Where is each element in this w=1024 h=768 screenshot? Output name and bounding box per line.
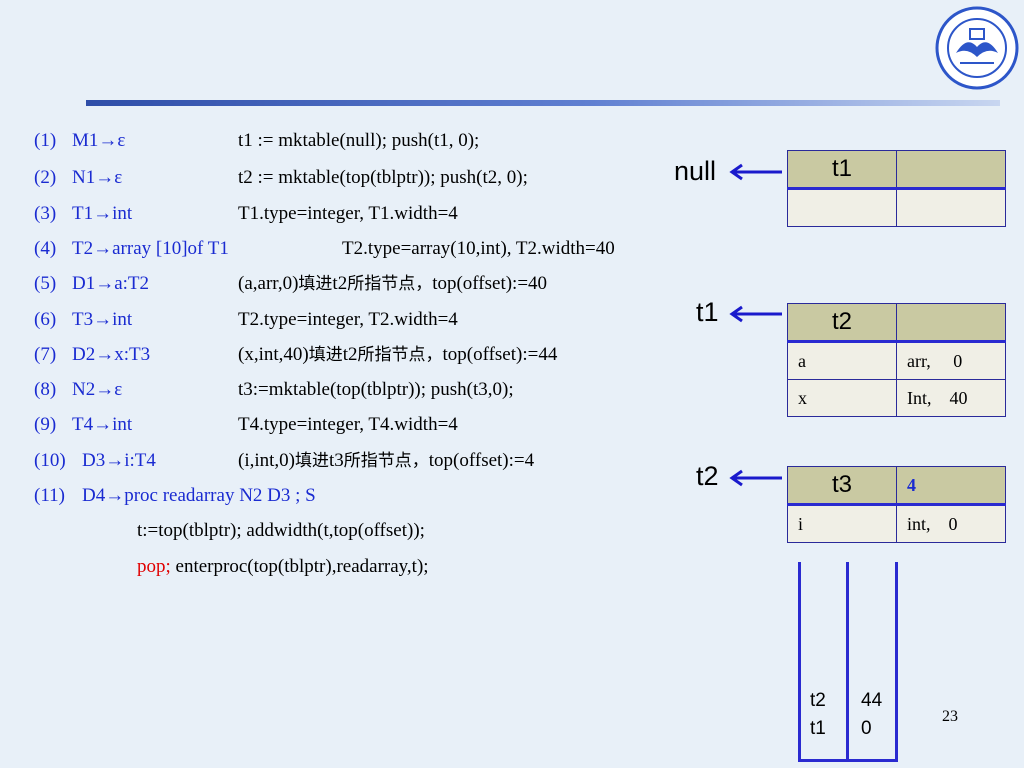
page-number: 23 bbox=[942, 708, 958, 725]
table-head-value bbox=[896, 150, 1006, 190]
table-cell: int, 0 bbox=[896, 504, 1006, 543]
stack-offset-bottom: 0 bbox=[861, 718, 872, 739]
table-cell: Int, 40 bbox=[896, 379, 1006, 417]
pointer-label-null: null bbox=[674, 156, 717, 186]
arrow-left-icon bbox=[729, 469, 782, 487]
stack-offset-top: 44 bbox=[861, 690, 883, 711]
table-cell: i bbox=[787, 504, 897, 543]
code-continuation-2: pop; enterproc(top(tblptr),readarray,t); bbox=[137, 556, 429, 577]
table-cell: a bbox=[787, 341, 897, 380]
table-row: x Int, 40 bbox=[787, 379, 1006, 417]
table-cell: arr, 0 bbox=[896, 341, 1006, 380]
symbol-table-t3: t3 4 i int, 0 bbox=[787, 466, 1006, 543]
table-row: a arr, 0 bbox=[787, 341, 1006, 380]
code-line-5: (5)D1→a:T2(a,arr,0)填进t2所指节点，top(offset):… bbox=[34, 273, 548, 294]
table-cell: x bbox=[787, 379, 897, 417]
stack-tblptr-bottom: t1 bbox=[810, 718, 826, 739]
table-title: t3 bbox=[787, 466, 897, 506]
table-title: t1 bbox=[787, 150, 897, 190]
stack-bottom bbox=[798, 759, 898, 762]
stack-tblptr-top: t2 bbox=[810, 690, 826, 711]
symbol-table-t1: t1 bbox=[787, 150, 1006, 227]
code-line-7: (7)D2→x:T3(x,int,40)填进t2所指节点，top(offset)… bbox=[34, 344, 558, 365]
pointer-label-t1: t1 bbox=[696, 297, 719, 327]
table-row: i int, 0 bbox=[787, 504, 1006, 543]
symbol-table-t2: t2 a arr, 0 x Int, 40 bbox=[787, 303, 1006, 417]
code-line-11: (11)D4→proc readarray N2 D3 ; S bbox=[34, 485, 316, 506]
table-head-value bbox=[896, 303, 1006, 343]
table-cell bbox=[896, 188, 1006, 227]
stack-right-wall bbox=[895, 562, 898, 762]
table-title: t2 bbox=[787, 303, 897, 343]
arrow-left-icon bbox=[729, 163, 782, 181]
table-head-value: 4 bbox=[896, 466, 1006, 506]
stack-divider bbox=[846, 562, 849, 762]
table-cell bbox=[787, 188, 897, 227]
code-continuation-1: t:=top(tblptr); addwidth(t,top(offset)); bbox=[137, 520, 425, 541]
code-line-10: (10)D3→i:T4(i,int,0)填进t3所指节点，top(offset)… bbox=[34, 450, 535, 471]
arrow-left-icon bbox=[729, 305, 782, 323]
pointer-label-t2: t2 bbox=[696, 461, 719, 491]
university-seal-logo bbox=[935, 6, 1019, 90]
title-divider-bar bbox=[86, 100, 1000, 106]
stack-left-wall bbox=[798, 562, 801, 762]
